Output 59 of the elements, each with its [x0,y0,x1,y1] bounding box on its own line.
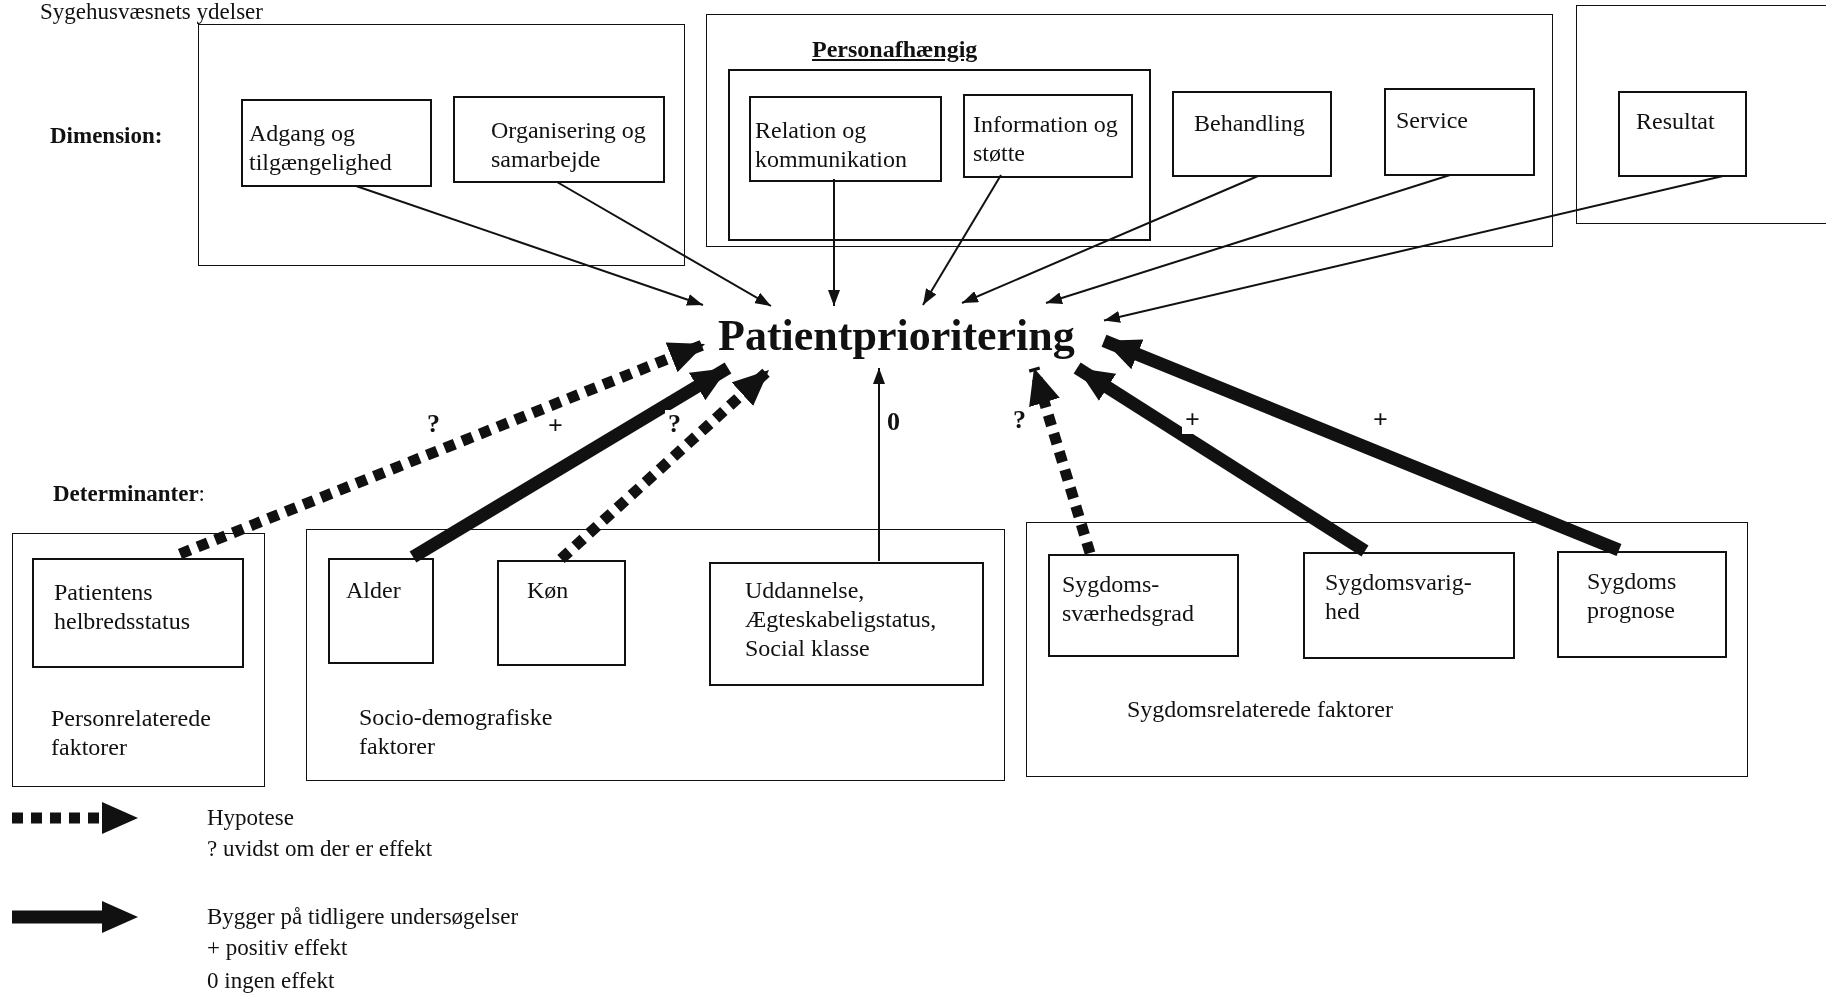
arrow [873,367,885,562]
group-frame [1576,5,1826,224]
node-label: Uddannelse, Ægteskabeligstatus, Social klasse [745,576,938,663]
legend-note: + positiv effekt [207,934,348,962]
factor-box [32,558,244,668]
factor-box [963,94,1133,178]
factor-box [497,560,626,666]
arrow [961,175,1259,304]
factor-box [709,562,984,686]
arrow [556,181,772,307]
node-label: Patientprioritering [718,310,1075,362]
arrow [1103,175,1724,323]
factor-box [241,99,432,187]
arrow [922,174,1002,306]
arrow [828,178,840,307]
node-label: Personrelaterede faktorer [51,704,212,762]
node-label: Sygdomsrelaterede faktorer [1127,695,1393,724]
node-label: Køn [527,576,569,605]
node-label: Adgang og tilgængelighed [249,119,393,177]
section-label: Dimension: [50,122,163,150]
legend-note: ? uvidst om der er effekt [207,835,433,863]
arrow [355,185,704,306]
node-label: Behandling [1194,109,1305,138]
legend-label: Hypotese [207,804,294,832]
factor-box [1618,91,1747,177]
group-frame [198,24,685,266]
factor-box [749,96,942,182]
factor-box [1303,552,1515,659]
section-label: Sygehusvæsnets ydelser [40,0,263,26]
bold-arrow [409,362,732,563]
group-frame [706,14,1553,247]
group-frame [306,529,1005,781]
node-label: Information og støtte [973,110,1119,168]
section-label: Determinanter: [53,480,205,508]
bold-arrow [1101,334,1622,557]
node-label: Alder [346,576,401,605]
bold-arrow [1028,366,1096,555]
group-frame [12,533,265,787]
node-label: Organisering og samarbejde [491,116,647,174]
bold-arrow [1073,362,1369,557]
node-label: Sygdomsvarig- hed [1325,568,1473,626]
node-label: Socio-demografiske faktorer [359,703,554,761]
factor-box [453,96,665,183]
factor-box [1048,554,1239,657]
node-label: Sygdoms- sværhedsgrad [1062,570,1195,628]
group-heading: Personafhængig [812,35,978,64]
node-label: Sygdoms prognose [1587,567,1678,625]
group-frame [1026,522,1748,777]
legend-label: Bygger på tidligere undersøgelser [207,903,519,931]
factor-box [1557,551,1727,658]
arrow [1045,174,1451,304]
node-label: Relation og kommunikation [755,116,908,174]
legend-note: 0 ingen effekt [207,967,335,995]
factor-box [1172,91,1332,177]
node-label: Patientens helbredsstatus [54,578,191,636]
node-label: Resultat [1636,107,1715,136]
factor-box [1384,88,1535,176]
node-label: Service [1396,106,1468,135]
factor-box [328,558,434,664]
